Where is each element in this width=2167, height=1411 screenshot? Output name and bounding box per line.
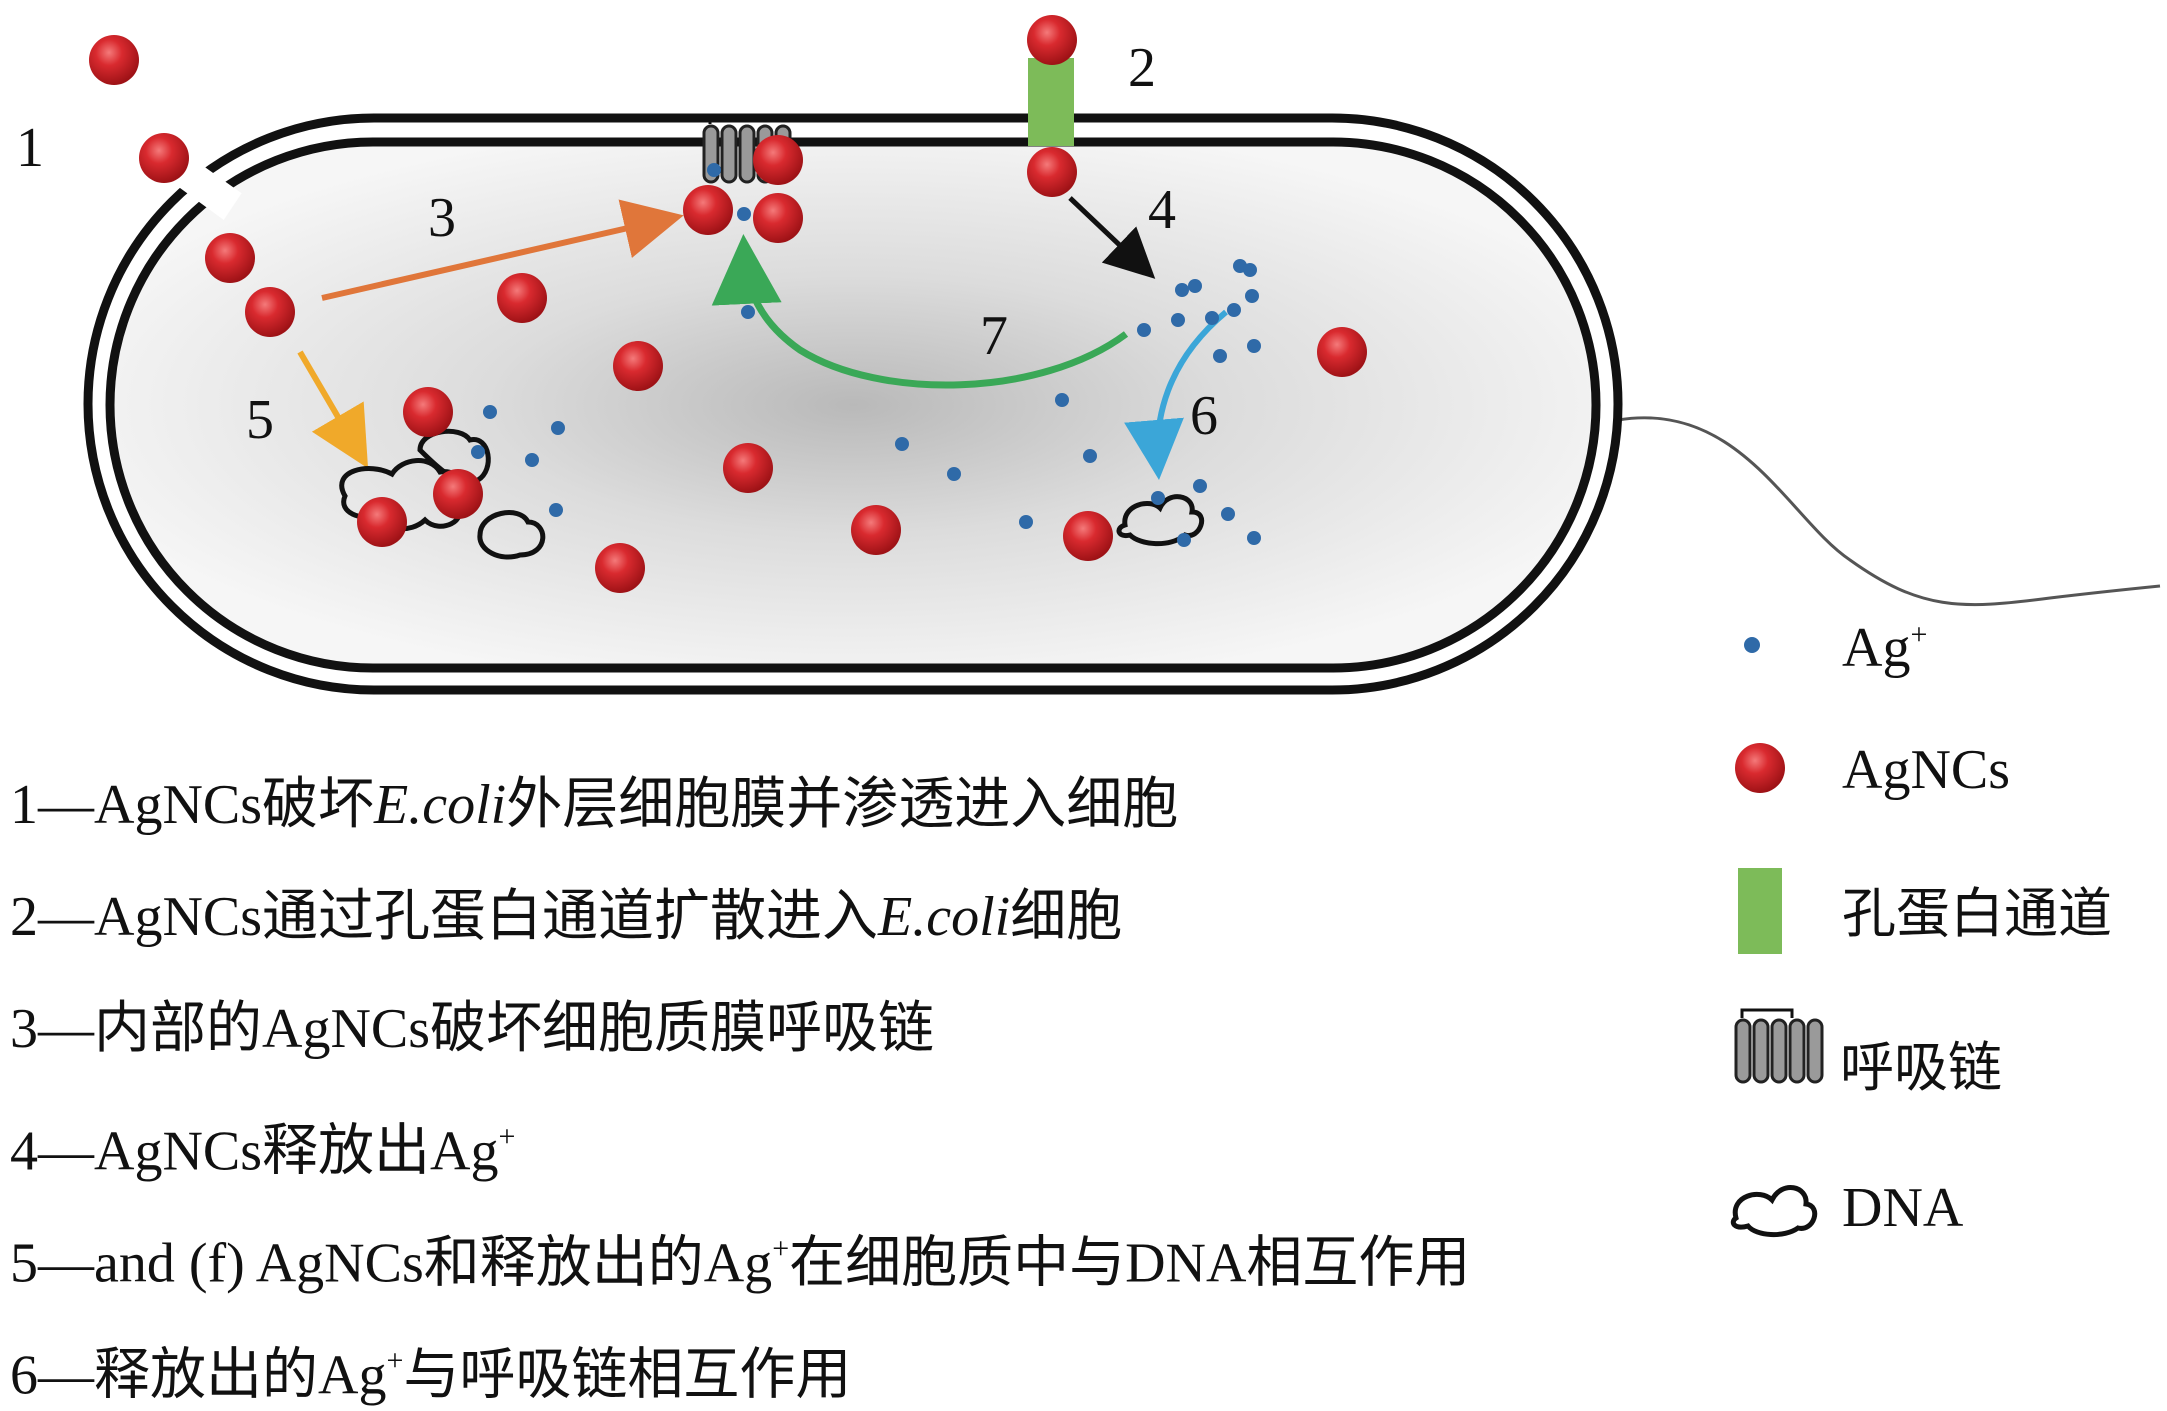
- caption-text: AgNCs破坏: [94, 774, 375, 836]
- caption-text: 细胞: [1010, 886, 1123, 948]
- caption-separator: —: [38, 774, 94, 836]
- step-number-1: 1: [16, 117, 44, 179]
- caption-text: 在细胞质中与DNA相互作用: [789, 1232, 1471, 1295]
- caption-number: 5: [10, 1232, 38, 1295]
- step-number-3: 3: [428, 187, 456, 249]
- flagellum: [1617, 416, 2161, 607]
- caption-text: 外层细胞膜并渗透进入细胞: [506, 774, 1179, 836]
- caption-line-3: 3—内部的AgNCs破坏细胞质膜呼吸链: [10, 994, 934, 1064]
- legend-ag-ion-label: Ag+: [1842, 617, 1927, 679]
- step-number-2: 2: [1128, 37, 1156, 99]
- caption-superscript: +: [772, 1232, 790, 1265]
- caption-text: and (f) AgNCs和释放出的Ag: [94, 1232, 773, 1295]
- legend-resp-chain-label: 呼吸链: [1840, 1036, 2002, 1099]
- arrow-6: [1124, 309, 1228, 480]
- caption-separator: —: [38, 998, 94, 1060]
- arrow-7: [711, 234, 1129, 389]
- caption-line-1: 1—AgNCs破坏E.coli外层细胞膜并渗透进入细胞: [10, 770, 1178, 840]
- caption-separator: —: [38, 1344, 94, 1407]
- caption-line-6: 6—释放出的Ag+与呼吸链相互作用: [10, 1330, 851, 1411]
- caption-text: 内部的AgNCs破坏细胞质膜呼吸链: [94, 998, 935, 1060]
- legend-ag-ion-sup: +: [1910, 618, 1927, 651]
- legend-ag-ion-symbol: [1744, 637, 1760, 653]
- caption-separator: —: [38, 886, 94, 948]
- legend: Ag+ AgNCs 孔蛋白通道 呼吸链 DNA: [1730, 617, 2112, 1239]
- caption-separator: —: [38, 1232, 94, 1295]
- legend-resp-chain-icon: [1734, 1008, 1824, 1084]
- arrow-3: [321, 199, 684, 301]
- caption-italic-text: E.coli: [374, 774, 507, 836]
- caption-superscript: +: [386, 1344, 404, 1377]
- step-number-7: 7: [980, 305, 1008, 367]
- caption-text: AgNCs释放出Ag: [94, 1120, 499, 1183]
- ag-ions: [471, 163, 1261, 547]
- arrow-4: [1068, 196, 1156, 279]
- legend-dna-label: DNA: [1842, 1177, 1964, 1239]
- caption-number: 4: [10, 1120, 38, 1183]
- caption-line-2: 2—AgNCs通过孔蛋白通道扩散进入E.coli细胞: [10, 882, 1122, 952]
- legend-porin-symbol: [1738, 868, 1782, 954]
- caption-number: 3: [10, 998, 38, 1060]
- porin-channel: [1028, 58, 1074, 146]
- caption-italic-text: E.coli: [878, 886, 1011, 948]
- step-number-4: 4: [1148, 179, 1176, 241]
- arrow-5: [297, 350, 369, 469]
- step-number-5: 5: [246, 389, 274, 451]
- caption-separator: —: [38, 1120, 94, 1183]
- legend-agncs-symbol: [1735, 743, 1785, 793]
- legend-agncs-label: AgNCs: [1842, 739, 2010, 801]
- caption-line-4: 4—AgNCs释放出Ag+: [10, 1106, 515, 1187]
- caption-line-5: 5—and (f) AgNCs和释放出的Ag+在细胞质中与DNA相互作用: [10, 1218, 1470, 1299]
- caption-text: AgNCs通过孔蛋白通道扩散进入: [94, 886, 879, 948]
- caption-superscript: +: [498, 1120, 516, 1153]
- legend-dna-icon: [1730, 1185, 1818, 1237]
- step-number-6: 6: [1190, 385, 1218, 447]
- caption-number: 2: [10, 886, 38, 948]
- caption-number: 1: [10, 774, 38, 836]
- caption-text: 释放出的Ag: [94, 1344, 387, 1407]
- legend-porin-label: 孔蛋白通道: [1842, 882, 2112, 945]
- caption-text: 与呼吸链相互作用: [403, 1344, 852, 1407]
- caption-number: 6: [10, 1344, 38, 1407]
- agncs-particles: [89, 15, 1367, 593]
- dna-right: [1116, 494, 1205, 547]
